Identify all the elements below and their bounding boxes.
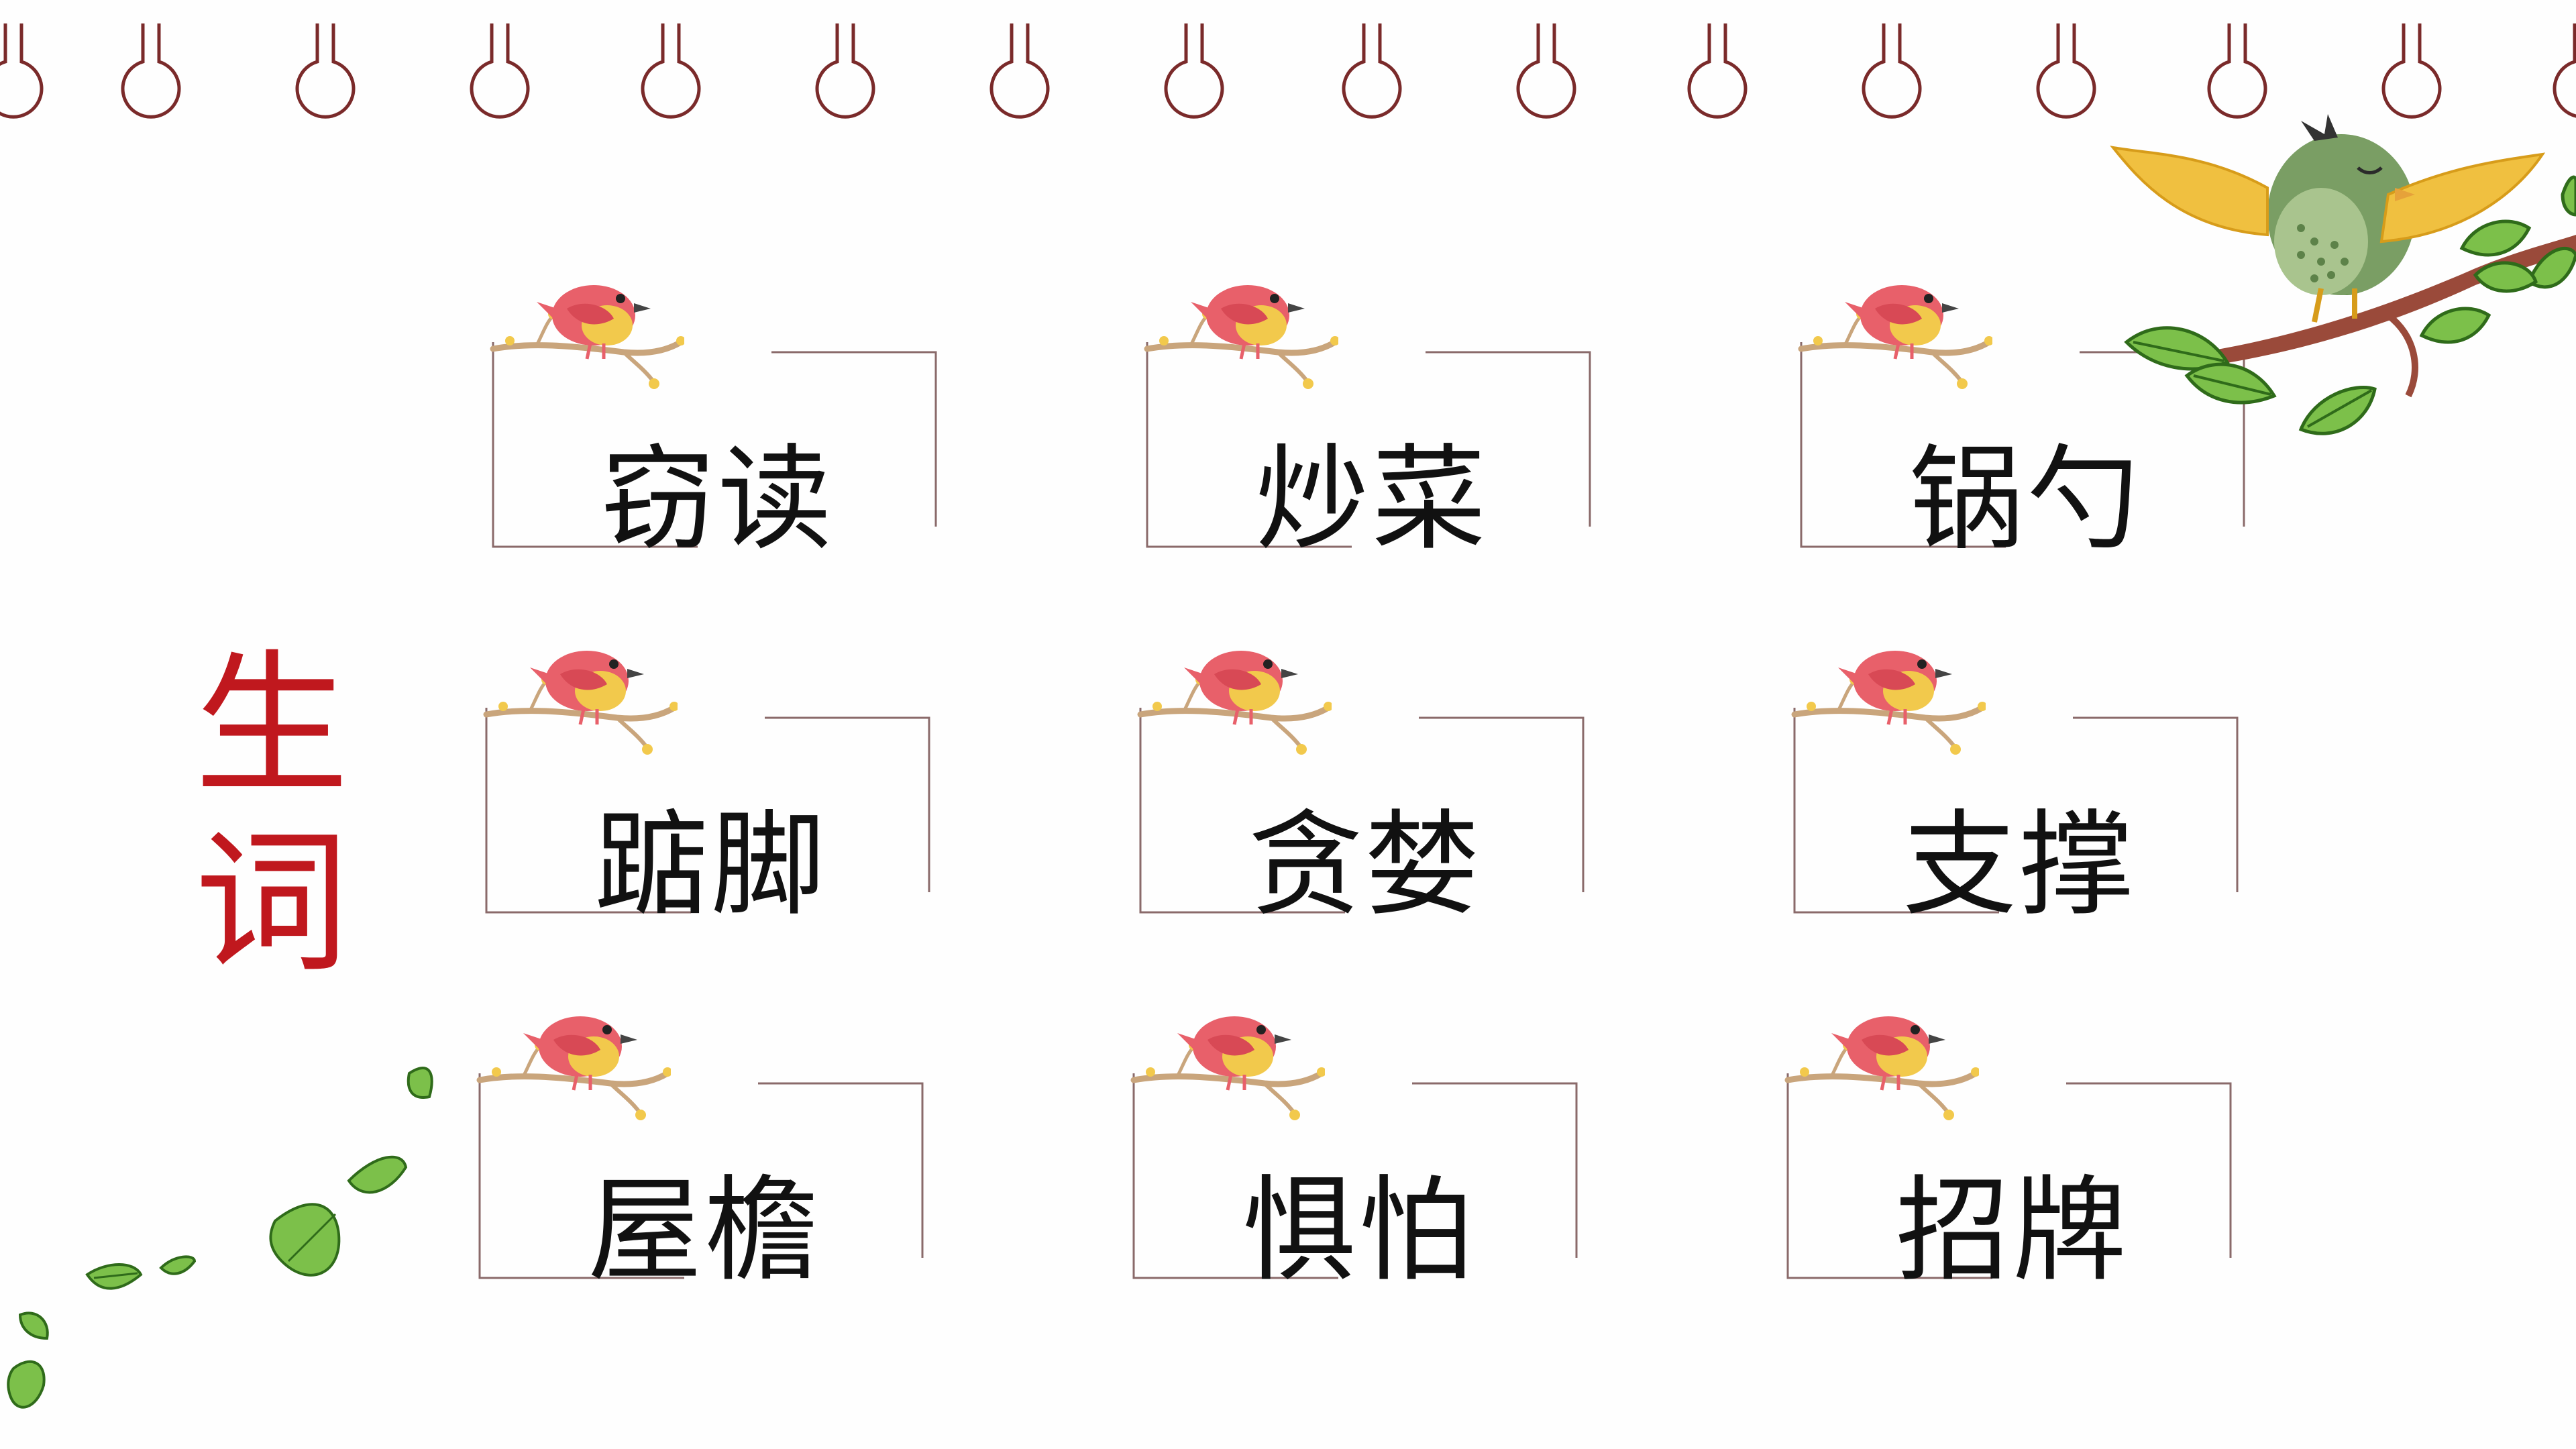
word-card-frame xyxy=(478,1073,924,1279)
binder-rings xyxy=(0,0,2576,134)
word-card: 招牌 xyxy=(1784,1000,2241,1308)
binder-ring-icon xyxy=(466,20,533,121)
vocabulary-word: 窃读 xyxy=(600,433,835,566)
vocabulary-word: 屋檐 xyxy=(587,1165,821,1297)
word-card-frame xyxy=(1139,708,1585,914)
word-card-frame xyxy=(1786,1073,2232,1279)
green-bird-on-branch-icon xyxy=(2110,114,2576,435)
word-card-frame xyxy=(1146,342,1591,548)
vocabulary-word: 支撑 xyxy=(1902,799,2136,932)
falling-leaves-icon xyxy=(7,1067,433,1409)
word-card: 支撑 xyxy=(1791,634,2247,943)
sparrow-on-branch-icon xyxy=(476,1000,672,1127)
sparrow-on-branch-icon xyxy=(483,634,679,761)
section-title-char-1: 生 xyxy=(194,637,349,816)
binder-ring-icon xyxy=(117,20,184,121)
binder-ring-icon xyxy=(1858,20,1925,121)
section-title-char-2: 词 xyxy=(194,814,349,994)
word-card: 屋檐 xyxy=(476,1000,932,1308)
binder-ring-icon xyxy=(812,20,879,121)
vocabulary-word: 招牌 xyxy=(1895,1165,2129,1297)
word-card: 窃读 xyxy=(490,268,946,577)
vocabulary-word: 锅勺 xyxy=(1909,433,2143,566)
binder-ring-icon xyxy=(2033,20,2100,121)
sparrow-on-branch-icon xyxy=(1784,1000,1980,1127)
binder-ring-icon xyxy=(0,20,47,121)
word-card-frame xyxy=(485,708,930,914)
sparrow-on-branch-icon xyxy=(1144,268,1340,396)
binder-ring-icon xyxy=(1338,20,1405,121)
word-card: 踮脚 xyxy=(483,634,939,943)
word-card-frame xyxy=(1793,708,2239,914)
section-title: 生 词 xyxy=(191,637,352,993)
word-card: 贪婪 xyxy=(1137,634,1593,943)
word-card-frame xyxy=(1132,1073,1578,1279)
vocabulary-word: 踮脚 xyxy=(594,799,828,932)
binder-ring-icon xyxy=(292,20,359,121)
binder-ring-icon xyxy=(2378,20,2445,121)
sparrow-on-branch-icon xyxy=(490,268,686,396)
binder-ring-icon xyxy=(637,20,704,121)
vocabulary-word: 贪婪 xyxy=(1248,799,1482,932)
sparrow-on-branch-icon xyxy=(1791,634,1987,761)
binder-ring-icon xyxy=(2549,20,2576,121)
word-card: 惧怕 xyxy=(1130,1000,1587,1308)
binder-ring-icon xyxy=(2204,20,2271,121)
sparrow-on-branch-icon xyxy=(1137,634,1333,761)
vocabulary-word: 惧怕 xyxy=(1241,1165,1475,1297)
word-card-frame xyxy=(492,342,937,548)
binder-ring-icon xyxy=(1684,20,1751,121)
word-card: 炒菜 xyxy=(1144,268,1600,577)
binder-ring-icon xyxy=(1513,20,1580,121)
sparrow-on-branch-icon xyxy=(1130,1000,1326,1127)
sparrow-on-branch-icon xyxy=(1798,268,1994,396)
binder-ring-icon xyxy=(986,20,1053,121)
binder-ring-icon xyxy=(1161,20,1228,121)
vocabulary-word: 炒菜 xyxy=(1254,433,1489,566)
word-card: 锅勺 xyxy=(1798,268,2254,577)
